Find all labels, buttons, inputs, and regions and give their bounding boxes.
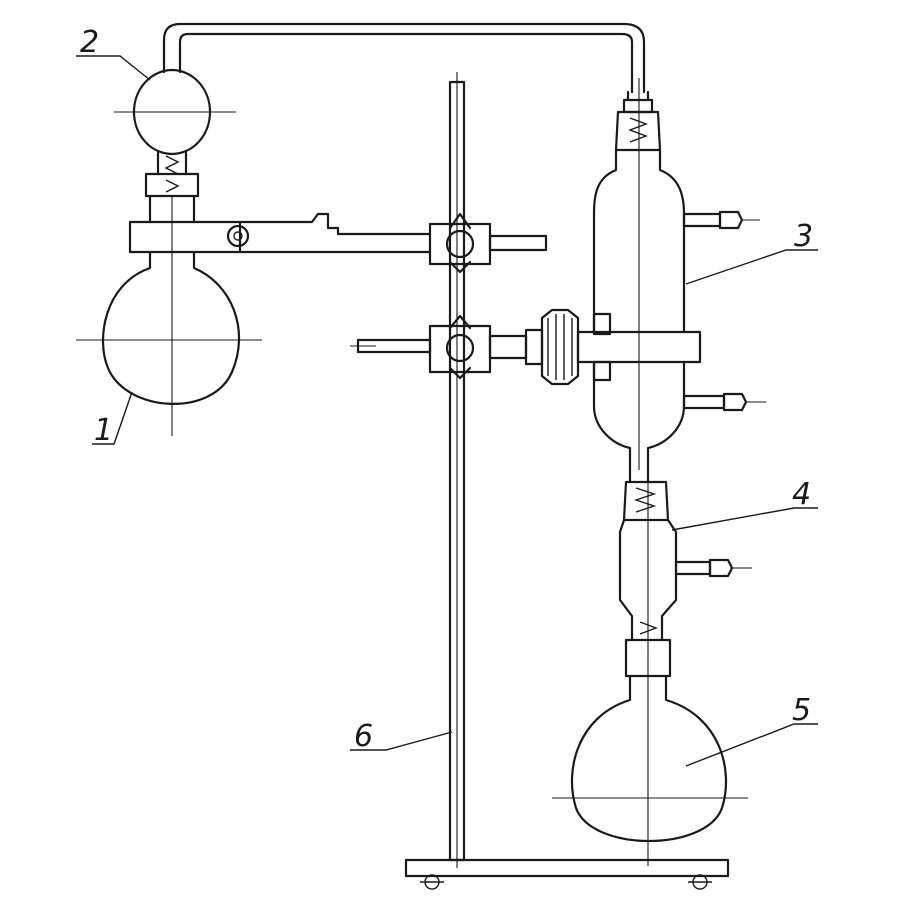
upper-clamp (128, 212, 548, 274)
label-splash-bulb: 2 (80, 25, 99, 60)
stand-base (404, 858, 730, 878)
stand (404, 72, 730, 890)
adapter (618, 460, 752, 650)
label-flask: 1 (94, 413, 113, 448)
receiver-flask (552, 638, 748, 866)
label-stand-rod: 6 (354, 719, 373, 754)
leader-lines (76, 55, 818, 767)
label-receiver-flask: 5 (792, 693, 811, 728)
label-adapter: 4 (792, 477, 811, 512)
lower-clamp (350, 308, 702, 386)
label-condenser: 3 (794, 219, 813, 254)
distilling-flask (76, 172, 262, 436)
splash-bulb (114, 22, 646, 193)
condenser (592, 78, 766, 470)
